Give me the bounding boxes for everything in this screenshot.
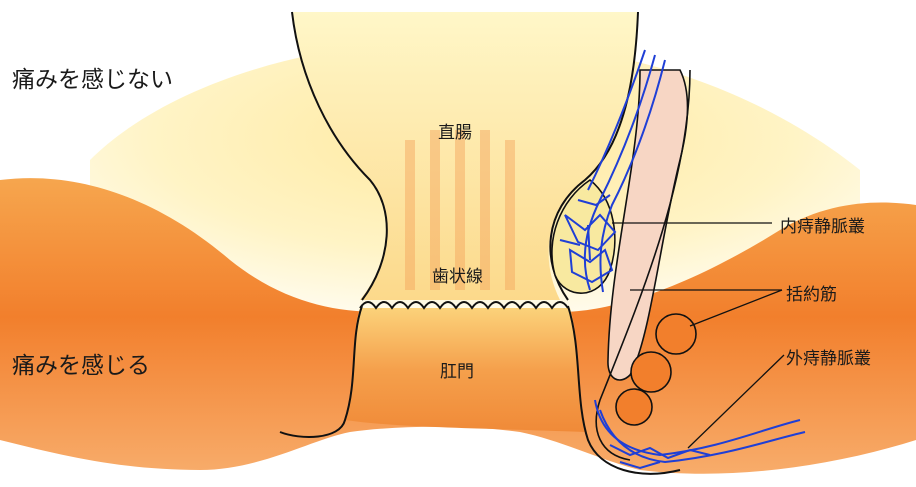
sphincter-label: 括約筋: [786, 280, 837, 305]
sphincter-circle-3: [616, 389, 652, 425]
pain-zone-label: 痛みを感じる: [12, 346, 150, 380]
anus-label: 肛門: [440, 357, 474, 382]
rectum-label: 直腸: [438, 118, 472, 143]
no-pain-zone-label: 痛みを感じない: [12, 60, 173, 94]
external-plexus-label: 外痔静脈叢: [786, 344, 871, 369]
internal-plexus-label: 内痔静脈叢: [780, 212, 865, 237]
dentate-line-label: 歯状線: [432, 262, 483, 287]
sphincter-circle-1: [656, 314, 696, 354]
sphincter-circle-2: [631, 352, 671, 392]
